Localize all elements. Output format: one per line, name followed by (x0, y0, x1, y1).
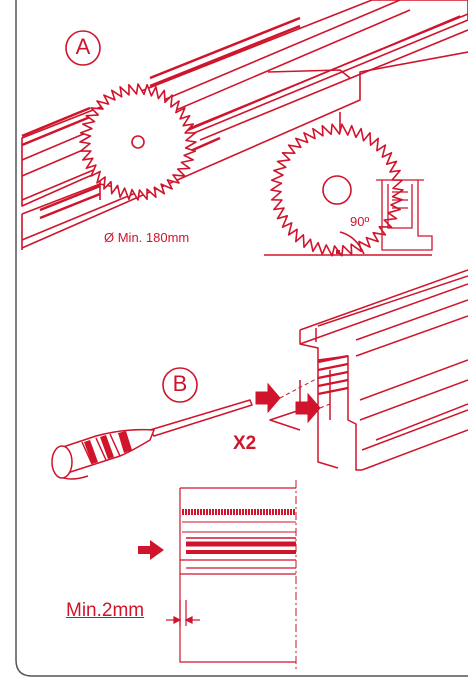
step-a-letter: A (75, 34, 91, 59)
step-a-circle (65, 30, 101, 66)
arrow-guides (279, 377, 331, 409)
step-b-circle (162, 367, 198, 403)
angle-arc (339, 231, 365, 255)
profile-cross-section (376, 179, 433, 251)
saw-blade-large (79, 83, 197, 201)
step-b-letter: B (172, 371, 188, 396)
min-gap-label: Min.2mm (66, 600, 145, 621)
saw-blade-small (270, 123, 404, 257)
min-gap-detail (179, 487, 296, 663)
panel-frame (15, 0, 468, 677)
screwdriver (51, 399, 253, 480)
angle-label: 90º (350, 214, 370, 229)
profile-b (269, 269, 468, 471)
saw-diameter-label: Ø Min. 180mm (104, 230, 190, 245)
dimension-marks (166, 600, 200, 626)
screwdriver-grip (84, 431, 132, 464)
profile-b-inserts (317, 354, 349, 396)
quantity-label: X2 (233, 433, 257, 454)
insert-arrows (255, 382, 321, 424)
min-gap-bands (182, 509, 296, 554)
min-gap-arrow (138, 540, 164, 560)
